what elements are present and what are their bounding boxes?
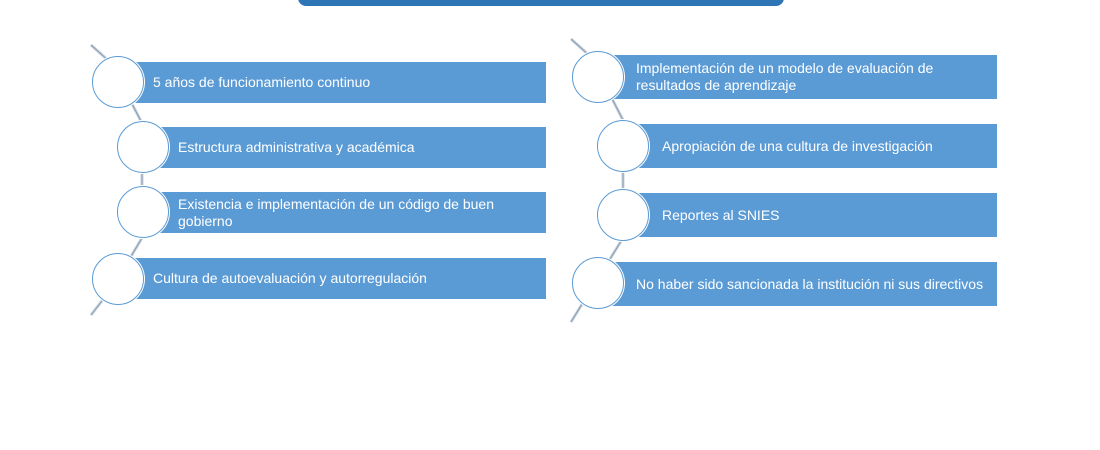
left-list-item-3-label: Existencia e implementación de un código…	[178, 195, 494, 229]
right-list-item-4-label: No haber sido sancionada la institución …	[636, 275, 984, 292]
left-list-item-1-circle	[92, 56, 144, 108]
left-list-item-4-circle	[92, 253, 144, 305]
right-list-item-2-circle	[597, 120, 649, 172]
left-list-item-1-label: 5 años de funcionamiento continuo	[153, 74, 371, 90]
right-list-item-4-circle	[572, 257, 624, 309]
right-list-item-1: Implementación de un modelo de evaluació…	[598, 55, 997, 99]
right-list-item-3-label: Reportes al SNIES	[662, 206, 780, 223]
left-list-item-4: Cultura de autoevaluación y autorregulac…	[118, 258, 546, 299]
right-list-item-2: Apropiación de una cultura de investigac…	[624, 124, 997, 168]
right-list-item-2-label: Apropiación de una cultura de investigac…	[662, 137, 933, 154]
right-list-item-4: No haber sido sancionada la institución …	[598, 262, 997, 306]
left-list-item-3: Existencia e implementación de un código…	[144, 192, 546, 233]
right-list-item-1-label: Implementación de un modelo de evaluació…	[636, 60, 934, 93]
left-list-item-1: 5 años de funcionamiento continuo	[118, 62, 546, 103]
left-list-item-2-circle	[117, 121, 169, 173]
right-list-item-1-circle	[572, 51, 624, 103]
left-list-item-2: Estructura administrativa y académica	[144, 127, 546, 168]
title-banner	[298, 0, 784, 6]
right-list-item-3: Reportes al SNIES	[624, 193, 997, 237]
left-list-item-3-circle	[117, 186, 169, 238]
right-list-item-3-circle	[597, 189, 649, 241]
left-list-item-2-label: Estructura administrativa y académica	[178, 139, 415, 155]
left-list-item-4-label: Cultura de autoevaluación y autorregulac…	[153, 270, 427, 286]
